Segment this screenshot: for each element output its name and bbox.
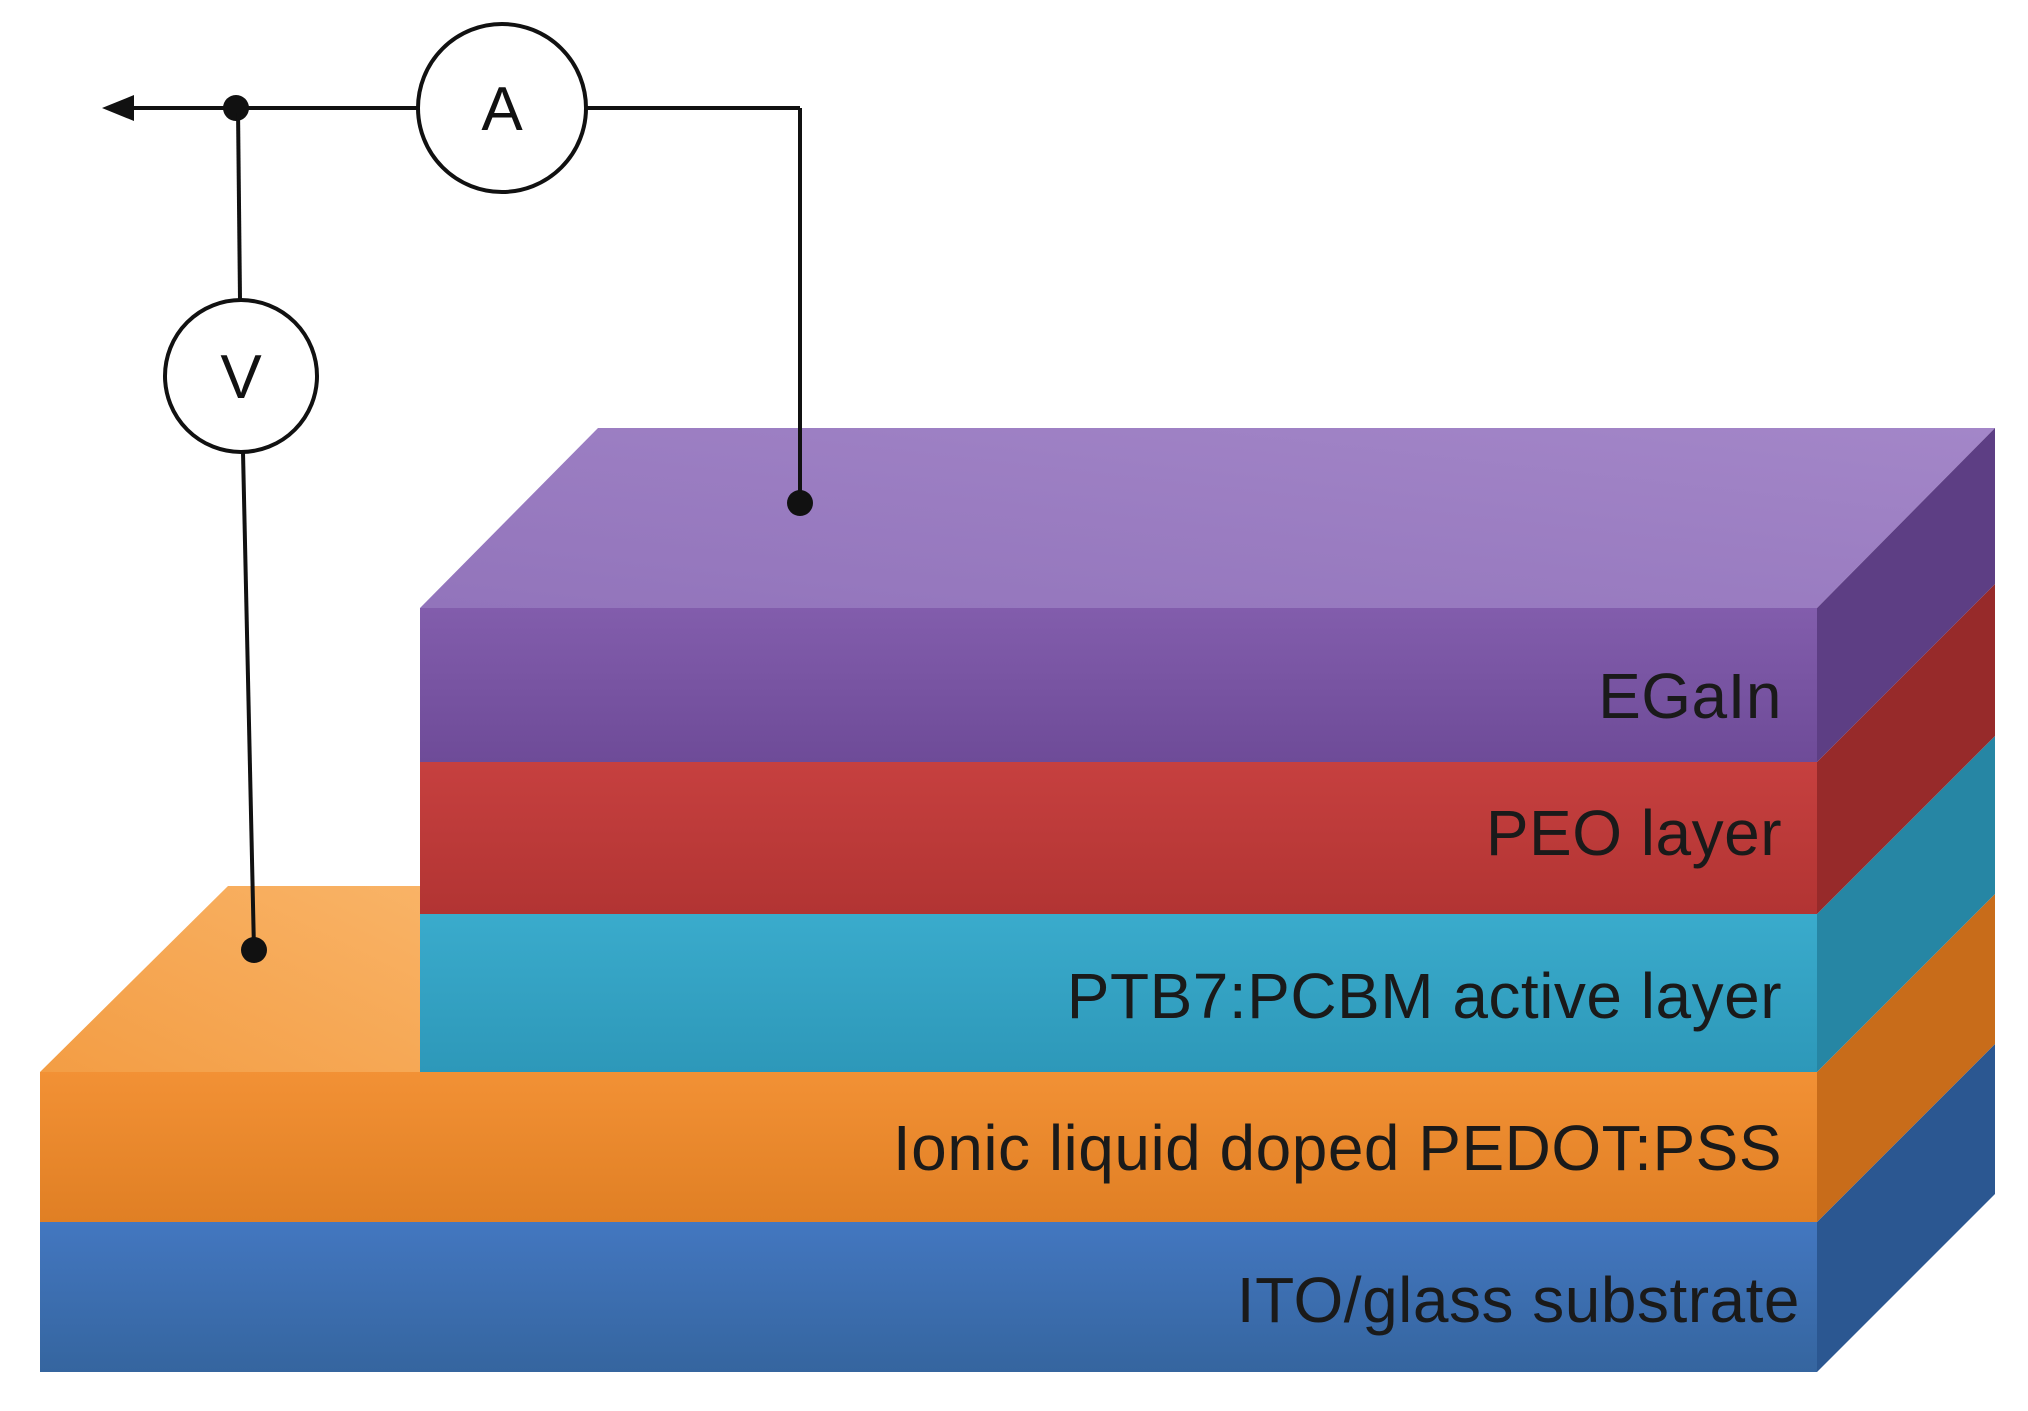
voltmeter: V xyxy=(163,298,319,454)
ammeter: A xyxy=(416,22,588,194)
ammeter-symbol: A xyxy=(481,75,523,144)
egain-layer: EGaIn xyxy=(420,428,1995,762)
pedot-top-face xyxy=(40,886,420,1072)
ptb7-side-face xyxy=(1817,736,1995,1072)
junction-dot xyxy=(223,95,249,121)
ito-glass-substrate-layer: ITO/glass substrate xyxy=(40,1044,1995,1372)
ito-front-face xyxy=(40,1222,1817,1372)
ptb7-label: PTB7:PCBM active layer xyxy=(1067,960,1782,1032)
egain-label: EGaIn xyxy=(1598,660,1782,732)
pedot-pss-layer: Ionic liquid doped PEDOT:PSS xyxy=(40,886,1995,1222)
pedot-front-face xyxy=(40,1072,1817,1222)
egain-top-face xyxy=(420,428,1995,608)
voltmeter-upper-wire xyxy=(236,107,242,301)
ammeter-circle xyxy=(416,22,588,194)
egain-front-face xyxy=(420,608,1817,762)
ito-side-face xyxy=(1817,1044,1995,1372)
peo-label: PEO layer xyxy=(1486,797,1782,869)
peo-layer: PEO layer xyxy=(420,584,1995,914)
egain-contact-dot xyxy=(787,490,813,516)
voltmeter-circle xyxy=(163,298,319,454)
voltmeter-lower-wire xyxy=(241,451,256,951)
ito-label: ITO/glass substrate xyxy=(1237,1264,1800,1336)
pedot-contact-dot xyxy=(241,937,267,963)
output-arrow-icon xyxy=(102,95,134,121)
pedot-side-face xyxy=(1817,894,1995,1222)
egain-side-face xyxy=(1817,428,1995,762)
peo-side-face xyxy=(1817,584,1995,914)
ptb7-front-face xyxy=(420,914,1817,1072)
pedot-label: Ionic liquid doped PEDOT:PSS xyxy=(893,1112,1782,1184)
ptb7-pcbm-layer: PTB7:PCBM active layer xyxy=(420,736,1995,1072)
measurement-circuit: A V xyxy=(102,22,813,963)
peo-front-face xyxy=(420,762,1817,914)
voltmeter-symbol: V xyxy=(220,343,262,412)
